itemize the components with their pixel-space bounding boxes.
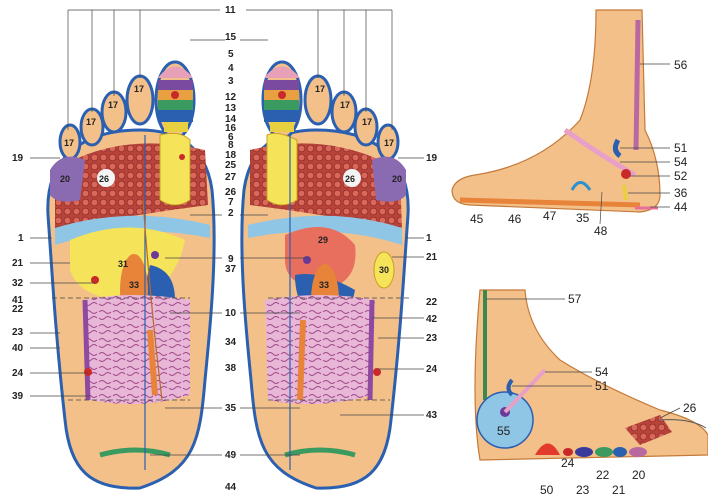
label-20: 20 xyxy=(632,468,646,482)
zone-label-17: 17 xyxy=(108,100,118,110)
label-4: 4 xyxy=(228,63,234,74)
label-54: 54 xyxy=(674,155,688,169)
label-48: 48 xyxy=(594,224,608,238)
intestine-zone xyxy=(85,295,190,404)
label-32: 32 xyxy=(12,278,24,289)
label-52: 52 xyxy=(674,169,688,183)
label-22: 22 xyxy=(596,468,610,482)
label-13: 13 xyxy=(225,103,237,114)
label-19: 19 xyxy=(12,153,24,164)
label-12: 12 xyxy=(225,92,237,103)
label-2: 2 xyxy=(228,208,234,219)
label-26: 26 xyxy=(683,401,697,415)
label-3: 3 xyxy=(228,76,234,87)
zone-label-31: 31 xyxy=(118,259,128,269)
label-40: 40 xyxy=(12,343,24,354)
label-24: 24 xyxy=(561,456,575,470)
label-11: 11 xyxy=(225,5,236,16)
label-15: 15 xyxy=(225,32,237,43)
label-23: 23 xyxy=(426,333,438,344)
label-39: 39 xyxy=(12,391,24,402)
label-1: 1 xyxy=(426,233,432,244)
label-23: 23 xyxy=(576,483,590,497)
label-24: 24 xyxy=(426,364,438,375)
label-55: 55 xyxy=(497,424,511,438)
label-22: 22 xyxy=(426,297,438,308)
label-5: 5 xyxy=(228,49,234,60)
zone-label-33: 33 xyxy=(319,280,329,290)
label-27: 27 xyxy=(225,172,237,183)
label-25: 25 xyxy=(225,160,237,171)
label-44: 44 xyxy=(225,482,237,493)
label-44: 44 xyxy=(674,200,688,214)
label-23: 23 xyxy=(12,327,24,338)
inner-side-view: 57 54 51 26 55 50 24 23 22 21 20 xyxy=(475,290,708,497)
label-1: 1 xyxy=(18,233,24,244)
label-34: 34 xyxy=(225,337,237,348)
label-21: 21 xyxy=(612,483,626,497)
zone-label-26: 26 xyxy=(345,174,355,184)
label-54: 54 xyxy=(595,365,609,379)
label-56: 56 xyxy=(674,58,688,72)
label-46: 46 xyxy=(508,212,522,226)
label-21: 21 xyxy=(12,258,24,269)
zone-label-33: 33 xyxy=(129,280,139,290)
zone-label-17: 17 xyxy=(86,117,96,127)
label-21: 21 xyxy=(426,252,438,263)
zone-label-17: 17 xyxy=(340,100,350,110)
label-51: 51 xyxy=(674,141,688,155)
zone-label-17: 17 xyxy=(315,84,325,94)
zone-label-17: 17 xyxy=(134,84,144,94)
zone-label-17: 17 xyxy=(64,138,74,148)
zone-label-17: 17 xyxy=(384,138,394,148)
zone-label-20: 20 xyxy=(392,174,402,184)
label-7: 7 xyxy=(228,197,234,208)
label-47: 47 xyxy=(543,209,557,223)
zone-label-29: 29 xyxy=(318,235,328,245)
zone-label-26: 26 xyxy=(99,174,109,184)
label-19: 19 xyxy=(426,153,438,164)
label-51: 51 xyxy=(595,379,609,393)
label-42: 42 xyxy=(426,314,438,325)
label-36: 36 xyxy=(674,186,688,200)
outer-side-view: 56 51 54 52 36 44 45 46 47 35 48 xyxy=(452,10,688,238)
right-foot xyxy=(242,62,408,488)
zone-label-30: 30 xyxy=(379,265,389,275)
label-35: 35 xyxy=(225,403,237,414)
label-22: 22 xyxy=(12,304,24,315)
label-57: 57 xyxy=(568,292,582,306)
label-49: 49 xyxy=(225,450,237,461)
label-50: 50 xyxy=(540,483,554,497)
zone-label-20: 20 xyxy=(60,174,70,184)
label-43: 43 xyxy=(426,410,438,421)
label-37: 37 xyxy=(225,264,237,275)
label-35: 35 xyxy=(576,211,590,225)
label-38: 38 xyxy=(225,363,237,374)
label-45: 45 xyxy=(470,212,484,226)
label-10: 10 xyxy=(225,308,237,319)
left-foot xyxy=(48,62,214,488)
label-24: 24 xyxy=(12,368,24,379)
zone-label-17: 17 xyxy=(362,117,372,127)
